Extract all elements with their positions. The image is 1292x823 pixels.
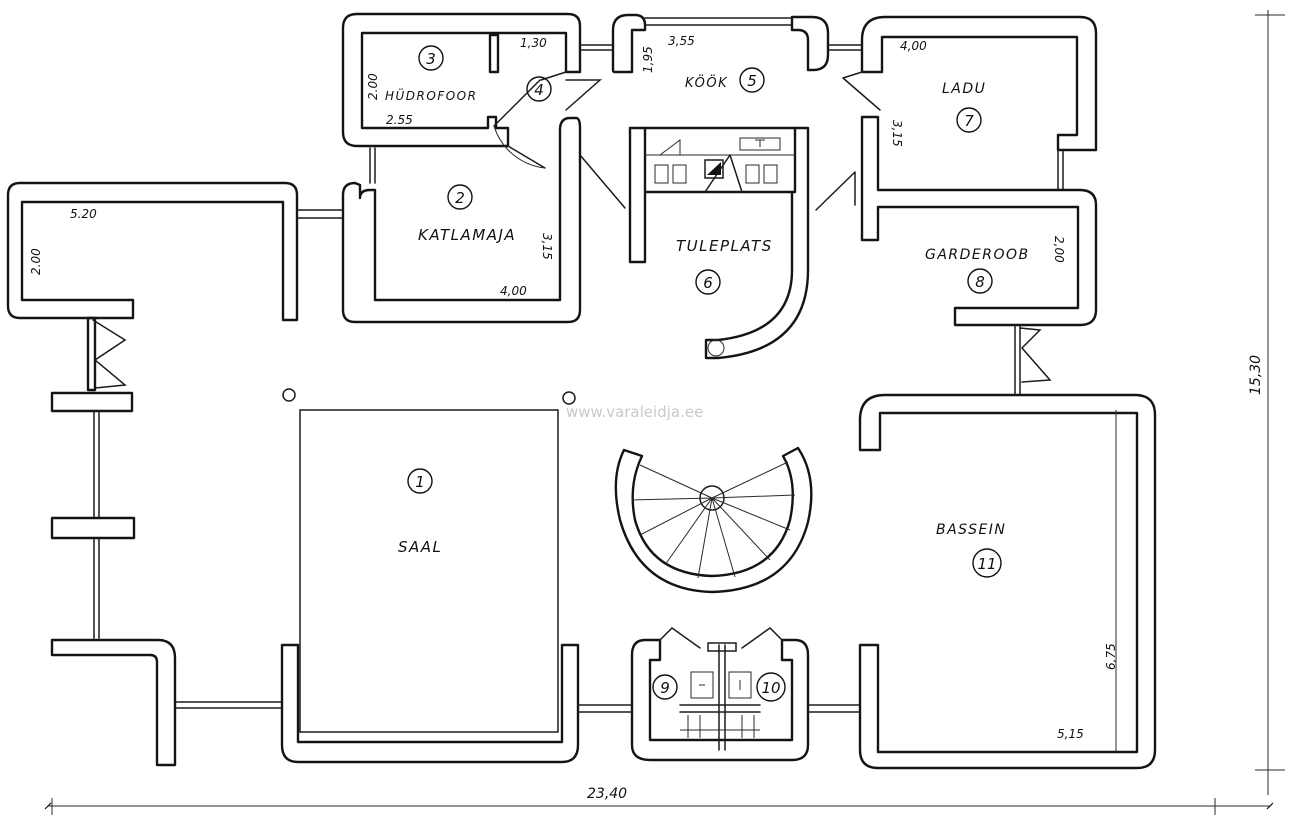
bassein-wall: [858, 393, 1157, 770]
room-number-3: 3: [426, 50, 436, 68]
dim-overall-width: 23,40: [587, 786, 627, 802]
hudrofoor-wall: [341, 12, 582, 148]
dim-hydrofoor-width: 2.55: [386, 113, 413, 127]
room-number-6: 6: [703, 274, 713, 292]
dim-bassein-depth: 6,75: [1104, 643, 1118, 670]
room-number-circle: [972, 548, 1002, 578]
saal-wall: [280, 643, 580, 764]
kook-wall: [611, 13, 647, 74]
spiral-staircase: [614, 446, 813, 594]
label-garderoob: GARDEROOB: [925, 247, 1030, 263]
dim-katlamaja-depth: 3,15: [540, 233, 554, 260]
dim-bassein-width: 5,15: [1057, 727, 1084, 741]
dim-ladu-width: 4,00: [900, 39, 927, 53]
label-saal: SAAL: [398, 538, 442, 556]
room-number-circle: [652, 674, 678, 700]
dim-katlamaja-width: 4,00: [500, 284, 527, 298]
room-numbers: 1 2 3 4 5 6 7 8 9 10 11: [407, 45, 1002, 702]
label-ladu: LADU: [942, 81, 986, 97]
walls: [6, 12, 1157, 770]
dim-ladu-depth: 3,15: [890, 120, 904, 147]
room-number-circle: [739, 67, 765, 93]
katlamaja-wall: [341, 116, 582, 324]
room-number-circle: [526, 76, 552, 102]
garderoob-wall: [860, 115, 1098, 327]
room-number-circle: [756, 672, 786, 702]
saal-floor-area: [299, 409, 559, 733]
label-tuleplats: TULEPLATS: [676, 237, 773, 255]
dim-wc-width: 1,30: [520, 36, 547, 50]
room-number-4: 4: [534, 81, 544, 99]
dim-kook-width: 3,55: [668, 34, 695, 48]
room-number-10: 10: [761, 679, 780, 697]
label-kook: KÖÖK: [685, 74, 728, 91]
label-bassein: BASSEIN: [936, 522, 1006, 538]
room-number-circle: [967, 268, 993, 294]
room-number-2: 2: [455, 189, 465, 207]
dim-hydrofoor-height: 2.00: [366, 73, 380, 100]
room-number-circle: [447, 184, 473, 210]
dim-terrace-width: 5.20: [70, 207, 97, 221]
room-number-circle: [418, 45, 444, 71]
label-katlamaja: KATLAMAJA: [418, 226, 516, 244]
tuleplats-wall: [628, 126, 647, 264]
room-number-circle: [407, 468, 433, 494]
dim-garderoob-depth: 2,00: [1052, 236, 1066, 263]
room-number-circle: [695, 269, 721, 295]
wc-wall: [630, 638, 810, 762]
room-number-9: 9: [660, 679, 670, 697]
terrace-wall: [6, 181, 299, 322]
dim-overall-height: 15,30: [1248, 355, 1264, 395]
dim-kook-depth: 1,95: [641, 46, 655, 73]
room-number-8: 8: [975, 273, 985, 291]
room-number-11: 11: [977, 555, 996, 573]
room-number-5: 5: [747, 72, 757, 90]
room-number-7: 7: [964, 112, 974, 130]
room-number-circle: [956, 107, 982, 133]
room-number-1: 1: [415, 473, 425, 491]
watermark: www.varaleidja.ee: [566, 403, 703, 421]
ladu-wall: [860, 15, 1098, 152]
dim-terrace-depth: 2.00: [29, 248, 43, 275]
label-hudrofoor: HÜDROFOOR: [385, 87, 477, 103]
dimension-lines: [44, 10, 1285, 815]
